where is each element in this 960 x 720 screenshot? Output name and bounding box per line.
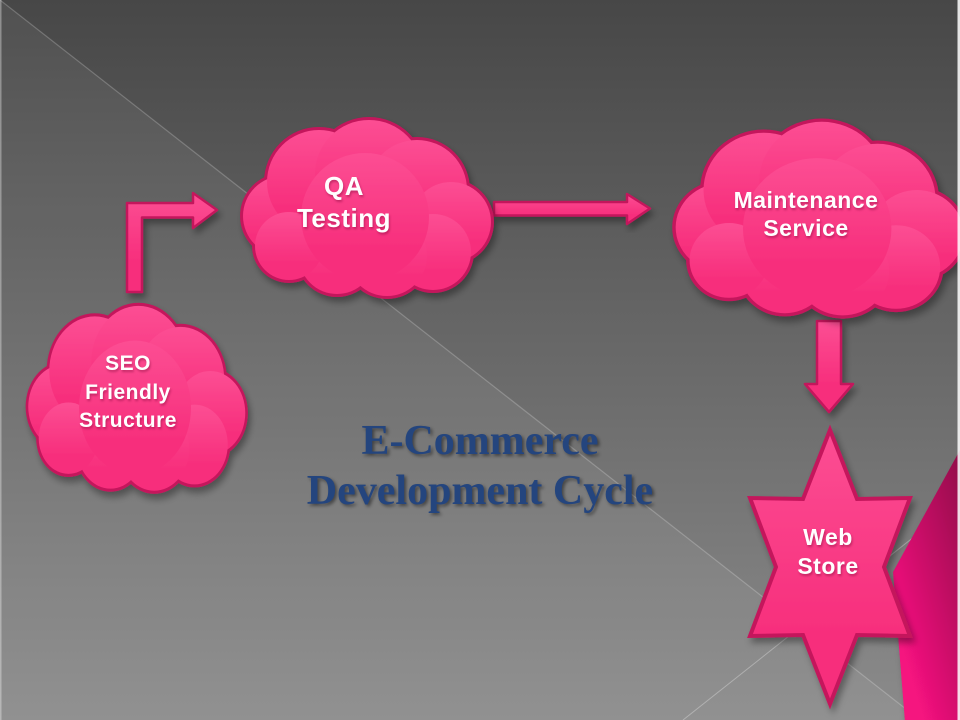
background-diagonal-triangle [0,0,920,720]
slide-title-line2: Development Cycle [306,468,654,514]
seo-to-qa-elbow-arrow [125,191,219,294]
slide-title: E-Commerce Development Cycle [230,416,730,516]
corner-accent-triangle [893,450,960,720]
right-edge-highlight [957,0,960,720]
left-edge-highlight [0,0,2,720]
web-store-star-shape [747,424,913,710]
qa-to-maintenance-arrow [492,192,652,226]
maintenance-to-webstore-arrow [803,319,855,414]
slide-title-line1: E-Commerce [361,418,599,464]
